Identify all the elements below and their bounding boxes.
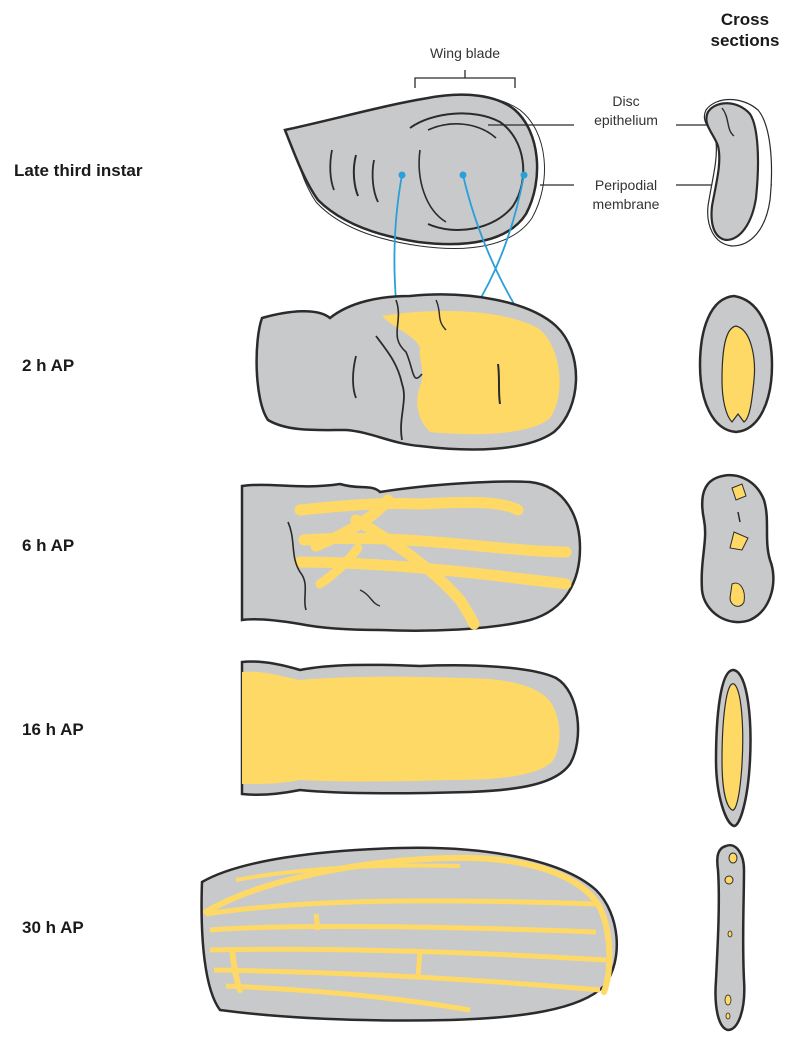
peripodial-membrane-label-line1: Peripodial [576, 176, 676, 195]
wing-30h-ap [202, 848, 617, 1021]
cross-sections-header-line1: Cross [700, 9, 790, 30]
stage-label-2h-ap: 2 h AP [22, 356, 74, 376]
cross-section-6h-ap [702, 475, 774, 622]
cross-sections-header-line2: sections [700, 30, 790, 51]
wing-blade-label: Wing blade [398, 44, 532, 63]
cross-section-late-third-instar [704, 100, 771, 247]
wing-blade-bracket [415, 78, 515, 88]
late-third-instar-disc [285, 95, 545, 249]
cross-section-30h-ap [716, 845, 745, 1030]
stage-label-16h-ap: 16 h AP [22, 720, 84, 740]
peripodial-membrane-label-line2: membrane [576, 195, 676, 214]
disc-6h-ap [242, 481, 580, 630]
disc-epithelium-body [285, 95, 537, 244]
disc-epithelium-label-line2: epithelium [576, 111, 676, 130]
disc-epithelium-label-line1: Disc [576, 92, 676, 111]
stage-label-late-third-instar: Late third instar [14, 161, 142, 181]
disc-epithelium-label: Disc epithelium [576, 92, 676, 130]
disc-2h-ap [257, 294, 576, 449]
cross-sections-header: Cross sections [700, 9, 790, 51]
cross-section-2h-ap [700, 296, 772, 432]
stage-label-6h-ap: 6 h AP [22, 536, 74, 556]
disc-16h-ap [242, 661, 578, 794]
stage-label-30h-ap: 30 h AP [22, 918, 84, 938]
peripodial-membrane-label: Peripodial membrane [576, 176, 676, 214]
cross-section-16h-ap [716, 670, 750, 826]
